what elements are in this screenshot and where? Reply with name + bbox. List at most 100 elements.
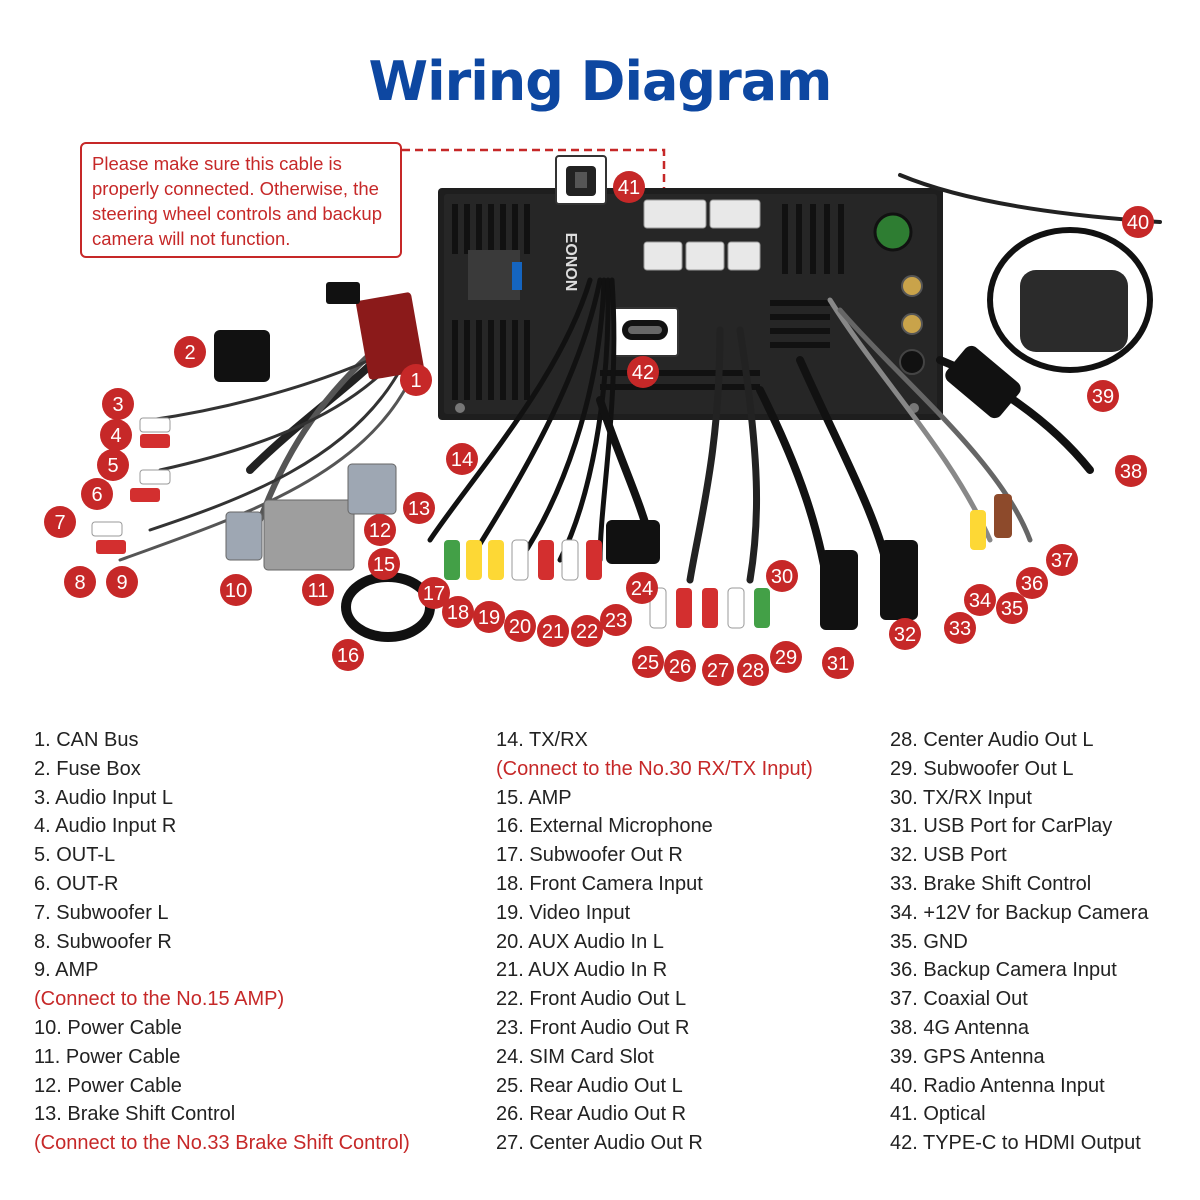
marker-badge: [766, 560, 798, 592]
marker-label: 9: [116, 572, 127, 594]
marker-badge: [600, 604, 632, 636]
legend-item: 34. +12V for Backup Camera: [890, 901, 1149, 924]
marker-label: 13: [408, 498, 430, 520]
marker-badge: [822, 647, 854, 679]
marker-badge: [964, 584, 996, 616]
marker-badge: [403, 492, 435, 524]
marker-badge: [446, 443, 478, 475]
legend-item: 25. Rear Audio Out L: [496, 1074, 683, 1097]
wiring-illustration: EONON: [44, 148, 1162, 686]
legend-note: (Connect to the No.33 Brake Shift Contro…: [34, 1132, 410, 1155]
marker-badge: [632, 646, 664, 678]
legend-item: 13. Brake Shift Control: [34, 1103, 236, 1126]
marker-label: 14: [451, 449, 473, 471]
warning-callout: Please make sure this cable is properly …: [80, 142, 402, 258]
legend-item: 38. 4G Antenna: [890, 1016, 1030, 1039]
legend-item: 30. TX/RX Input: [890, 786, 1032, 809]
head-unit: EONON: [438, 188, 943, 420]
marker-label: 15: [373, 554, 395, 576]
legend-item: 1. CAN Bus: [34, 729, 139, 751]
legend-item: 6. OUT-R: [34, 872, 119, 895]
marker-label: 23: [605, 610, 627, 632]
legend-item: 42. TYPE-C to HDMI Output: [890, 1132, 1141, 1155]
marker-badge: [220, 574, 252, 606]
marker-badge: [442, 596, 474, 628]
legend-item: 16. External Microphone: [496, 815, 713, 838]
legend-item: 20. AUX Audio In L: [496, 930, 664, 953]
legend-item: 31. USB Port for CarPlay: [890, 815, 1113, 838]
marker-label: 32: [894, 624, 916, 646]
marker-badge: [664, 650, 696, 682]
marker-badge: [473, 601, 505, 633]
marker-badge: [64, 566, 96, 598]
marker-badge: [1115, 455, 1147, 487]
marker-label: 12: [369, 520, 391, 542]
marker-badge: [626, 572, 658, 604]
legend-item: 17. Subwoofer Out R: [496, 844, 683, 867]
legend-item: 5. OUT-L: [34, 844, 116, 867]
marker-badge: [1122, 206, 1154, 238]
marker-badge: [996, 592, 1028, 624]
legend-item: 27. Center Audio Out R: [496, 1132, 703, 1155]
marker-badge: [302, 574, 334, 606]
legend-item: 24. SIM Card Slot: [496, 1045, 654, 1068]
marker-badge: [174, 336, 206, 368]
legend-item: 15. AMP: [496, 786, 572, 809]
marker-badge: [1087, 380, 1119, 412]
legend-item: 32. USB Port: [890, 844, 1007, 867]
marker-badge: [770, 641, 802, 673]
marker-label: 25: [637, 652, 659, 674]
marker-label: 10: [225, 580, 247, 602]
marker-badge: [504, 610, 536, 642]
legend-item: 26. Rear Audio Out R: [496, 1103, 687, 1126]
marker-label: 2: [184, 342, 195, 364]
marker-label: 6: [91, 484, 102, 506]
marker-badge: [364, 514, 396, 546]
marker-label: 16: [337, 645, 359, 667]
optical-port-cap: [555, 155, 607, 205]
marker-badge: [81, 478, 113, 510]
marker-label: 19: [478, 607, 500, 629]
legend-item: 10. Power Cable: [34, 1016, 182, 1039]
marker-label: 20: [509, 616, 531, 638]
legend-note: (Connect to the No.30 RX/TX Input): [496, 757, 813, 780]
marker-badge: [571, 615, 603, 647]
marker-label: 3: [112, 394, 123, 416]
marker-badge: [102, 388, 134, 420]
marker-badge: [702, 654, 734, 686]
marker-badge: [944, 612, 976, 644]
legend-item: 8. Subwoofer R: [34, 930, 172, 953]
marker-label: 40: [1127, 212, 1149, 234]
marker-badge: [889, 618, 921, 650]
marker-label: 29: [775, 647, 797, 669]
marker-label: 18: [447, 602, 469, 624]
marker-badge: [97, 449, 129, 481]
marker-label: 1: [410, 370, 421, 392]
marker-label: 5: [107, 455, 118, 477]
marker-label: 27: [707, 660, 729, 682]
legend-item: 36. Backup Camera Input: [890, 959, 1117, 982]
legend-item: 2. Fuse Box: [34, 757, 141, 780]
legend-item: 9. AMP: [34, 959, 99, 982]
marker-badge: [368, 548, 400, 580]
legend-item: 12. Power Cable: [34, 1074, 182, 1097]
legend-item: 3. Audio Input L: [34, 786, 174, 809]
marker-label: 35: [1001, 598, 1023, 620]
page-title: Wiring Diagram: [368, 50, 833, 113]
marker-badge: [613, 171, 645, 203]
marker-badge: [737, 654, 769, 686]
marker-label: 4: [110, 425, 121, 447]
rca-plugs: [91, 417, 1012, 629]
legend-item: 21. AUX Audio In R: [496, 959, 668, 982]
marker-badge: [332, 639, 364, 671]
legend-column-2: 14. TX/RX(Connect to the No.30 RX/TX Inp…: [496, 726, 813, 1158]
marker-label: 31: [827, 653, 849, 675]
marker-label: 28: [742, 660, 764, 682]
legend-item: 40. Radio Antenna Input: [890, 1074, 1105, 1097]
marker-label: 34: [969, 590, 991, 612]
marker-badge: [1046, 544, 1078, 576]
legend-item: 29. Subwoofer Out L: [890, 757, 1074, 780]
marker-label: 26: [669, 656, 691, 678]
